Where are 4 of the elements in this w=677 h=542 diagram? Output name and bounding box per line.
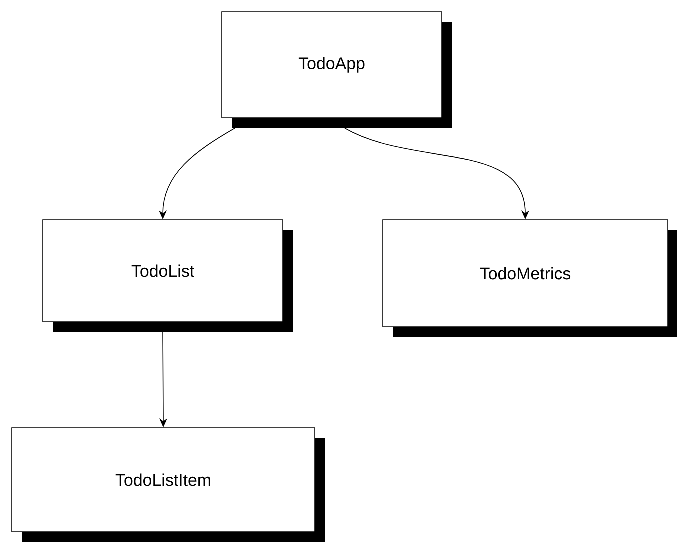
process-box: TodoMetrics: [382, 220, 677, 337]
process-box: TodoList: [42, 220, 293, 332]
process-box: TodoApp: [222, 12, 452, 128]
process-box: TodoListItem: [12, 428, 325, 542]
